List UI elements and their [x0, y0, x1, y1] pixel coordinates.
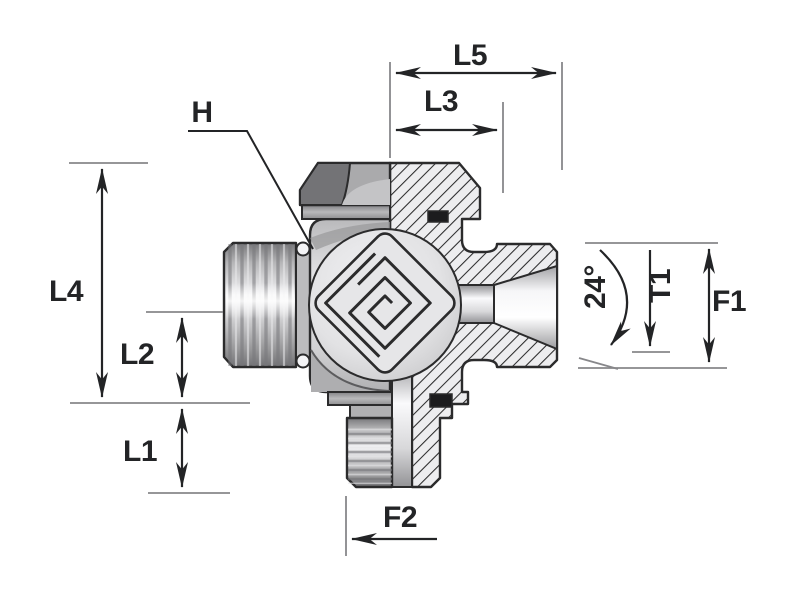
label-l3: L3	[423, 85, 459, 118]
reference-lines	[69, 62, 727, 556]
label-h: H	[191, 96, 213, 129]
label-l4: L4	[48, 275, 84, 308]
label-cone-angle: 24°	[579, 265, 612, 309]
label-l2: L2	[119, 338, 155, 371]
seal-ring-top	[427, 210, 449, 223]
label-f2: F2	[382, 501, 418, 534]
hex-nut	[298, 161, 392, 220]
bottom-male-stud	[327, 357, 453, 489]
label-f1: F1	[711, 285, 747, 318]
left-male-stud	[222, 241, 315, 369]
seal-ring-bottom	[429, 393, 453, 408]
label-t1: T1	[644, 268, 677, 304]
dimension-lines	[96, 67, 715, 545]
relief-groove-bottom	[295, 353, 311, 369]
label-l1: L1	[122, 435, 158, 468]
nut-collar	[301, 204, 391, 220]
relief-groove-top	[295, 241, 311, 257]
brand-logo-diamond	[314, 232, 456, 374]
ref-angle-tick	[578, 357, 619, 370]
leader-h	[188, 130, 314, 250]
label-l5: L5	[452, 39, 488, 72]
dim-angle-arc	[599, 249, 631, 346]
